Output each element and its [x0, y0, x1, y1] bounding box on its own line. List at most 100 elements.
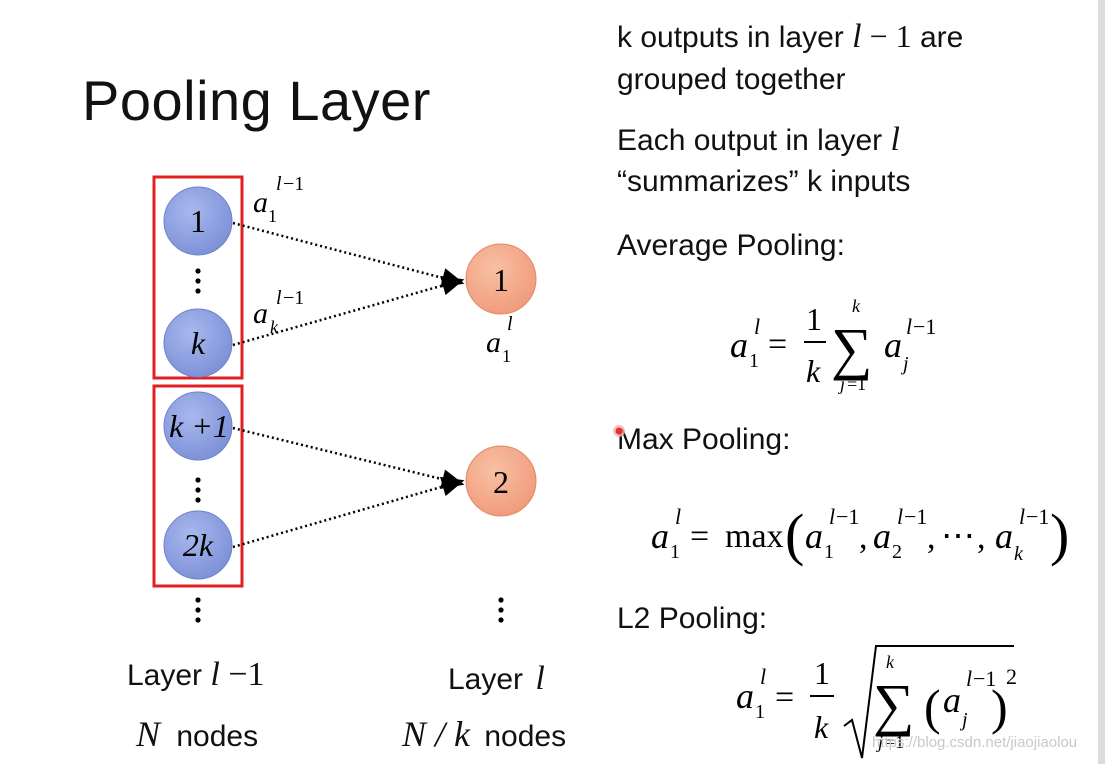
svg-text:=1: =1	[885, 732, 904, 752]
input-node-k-label: k	[191, 325, 206, 361]
svg-text:k: k	[1014, 543, 1024, 565]
svg-text:,: ,	[927, 519, 936, 556]
svg-text:2: 2	[1006, 664, 1017, 689]
svg-text:2: 2	[892, 541, 902, 563]
svg-text:l: l	[754, 314, 760, 339]
layer-right-label: Layer l	[448, 660, 545, 697]
svg-text:1: 1	[268, 206, 277, 226]
svg-text:,: ,	[859, 519, 868, 556]
output-activation-label: a 1 l	[486, 313, 513, 366]
vertical-ellipsis-icon	[195, 597, 201, 623]
input-activation-label-1: a 1 l −1	[253, 173, 304, 226]
l2-pooling-equation: a 1 l = 1 k ∑ k j =1 ( a j l −1 ) 2	[736, 645, 1017, 759]
svg-text:j: j	[838, 374, 845, 394]
input-node-k	[163, 308, 233, 378]
group-box-2	[152, 384, 244, 588]
svg-text:a: a	[651, 516, 669, 556]
svg-text:1: 1	[824, 541, 834, 563]
svg-text:=1: =1	[847, 374, 866, 394]
svg-text:): )	[991, 679, 1008, 735]
watermark: https://blog.csdn.net/jiaojiaolou	[872, 734, 1078, 751]
bullet-summarize-line1: Each output in layer l	[617, 121, 900, 158]
svg-text:1: 1	[502, 346, 511, 366]
svg-text:1: 1	[814, 655, 830, 691]
input-node-k-plus-1	[163, 391, 233, 461]
output-node-1-label: 1	[493, 262, 509, 298]
svg-text:a: a	[995, 516, 1013, 556]
svg-text:−1: −1	[836, 504, 859, 529]
svg-text:1: 1	[755, 701, 765, 723]
svg-text:−1: −1	[904, 504, 927, 529]
average-pooling-heading: Average Pooling:	[617, 229, 845, 262]
vertical-ellipsis-icon	[195, 477, 201, 503]
connection-2k-to-out2	[232, 476, 465, 549]
pooling-diagram: 1 k k +1 2k 1 2 a 1 l −1 a k l −1 a 1 l	[152, 173, 537, 623]
svg-text:−1: −1	[283, 173, 304, 195]
svg-text:a: a	[805, 516, 823, 556]
svg-text:−1: −1	[973, 666, 996, 691]
input-node-2k	[163, 510, 233, 580]
average-pooling-equation: a 1 l = 1 k ∑ k j =1 a j l −1	[730, 296, 936, 394]
svg-text:k: k	[806, 353, 821, 389]
svg-text:a: a	[884, 325, 902, 365]
svg-text:max: max	[725, 518, 784, 555]
pointer-dot-icon	[613, 425, 625, 437]
svg-text:a: a	[736, 676, 754, 716]
output-node-1	[465, 243, 537, 315]
svg-text:−1: −1	[913, 314, 936, 339]
svg-text:(: (	[924, 679, 941, 735]
svg-text:a: a	[253, 297, 268, 330]
svg-text:k: k	[886, 652, 895, 672]
svg-text:l: l	[675, 504, 681, 529]
svg-text:l: l	[906, 314, 912, 339]
svg-text:l: l	[507, 313, 513, 335]
svg-text:l: l	[760, 664, 766, 689]
layer-left-label: Layer l −1	[127, 656, 265, 693]
bullet-grouped-line2: grouped together	[617, 63, 846, 96]
svg-text:l: l	[1019, 504, 1025, 529]
max-pooling-equation: a 1 l = max ( a 1 l −1 , a 2 l −1 , ⋯ , …	[651, 502, 1069, 567]
input-node-2k-label: 2k	[183, 527, 214, 563]
svg-text:): )	[1050, 502, 1069, 567]
svg-text:1: 1	[806, 301, 822, 337]
svg-text:−1: −1	[1026, 504, 1049, 529]
svg-text:⋯: ⋯	[941, 518, 975, 555]
output-node-2-label: 2	[493, 464, 509, 500]
svg-text:k: k	[814, 709, 829, 745]
input-node-1	[163, 186, 233, 256]
slide-title: Pooling Layer	[82, 69, 431, 132]
svg-text:l: l	[829, 504, 835, 529]
svg-text:1: 1	[749, 350, 759, 372]
svg-text:,: ,	[977, 519, 986, 556]
output-node-2	[465, 445, 537, 517]
window-edge	[1098, 0, 1105, 764]
layer-right-nodes: N / k nodes	[402, 714, 567, 754]
bullet-summarize-line2: “summarizes” k inputs	[617, 165, 911, 198]
svg-text:k: k	[270, 317, 279, 337]
svg-text:=: =	[690, 518, 709, 555]
svg-text:j: j	[959, 709, 968, 731]
svg-text:l: l	[276, 287, 282, 309]
svg-text:a: a	[486, 326, 501, 359]
vertical-ellipsis-icon	[195, 268, 201, 294]
input-node-1-label: 1	[190, 203, 206, 239]
svg-text:j: j	[876, 732, 883, 752]
svg-text:1: 1	[670, 541, 680, 563]
l2-pooling-heading: L2 Pooling:	[617, 602, 768, 635]
connection-1-to-out1	[232, 221, 465, 288]
svg-text:=: =	[775, 679, 794, 716]
svg-text:(: (	[785, 502, 804, 567]
input-activation-label-k: a k l −1	[253, 287, 304, 337]
vertical-ellipsis-icon	[498, 597, 504, 623]
input-node-k-plus-1-label: k +1	[169, 408, 229, 444]
svg-text:=: =	[768, 326, 787, 363]
svg-text:∑: ∑	[831, 316, 872, 381]
svg-text:l: l	[276, 173, 282, 195]
svg-text:a: a	[253, 186, 268, 219]
svg-text:a: a	[873, 516, 891, 556]
svg-text:l: l	[897, 504, 903, 529]
connection-k1-to-out2	[232, 426, 465, 489]
svg-text:a: a	[730, 325, 748, 365]
group-box-1	[152, 175, 244, 380]
svg-text:∑: ∑	[873, 672, 914, 737]
